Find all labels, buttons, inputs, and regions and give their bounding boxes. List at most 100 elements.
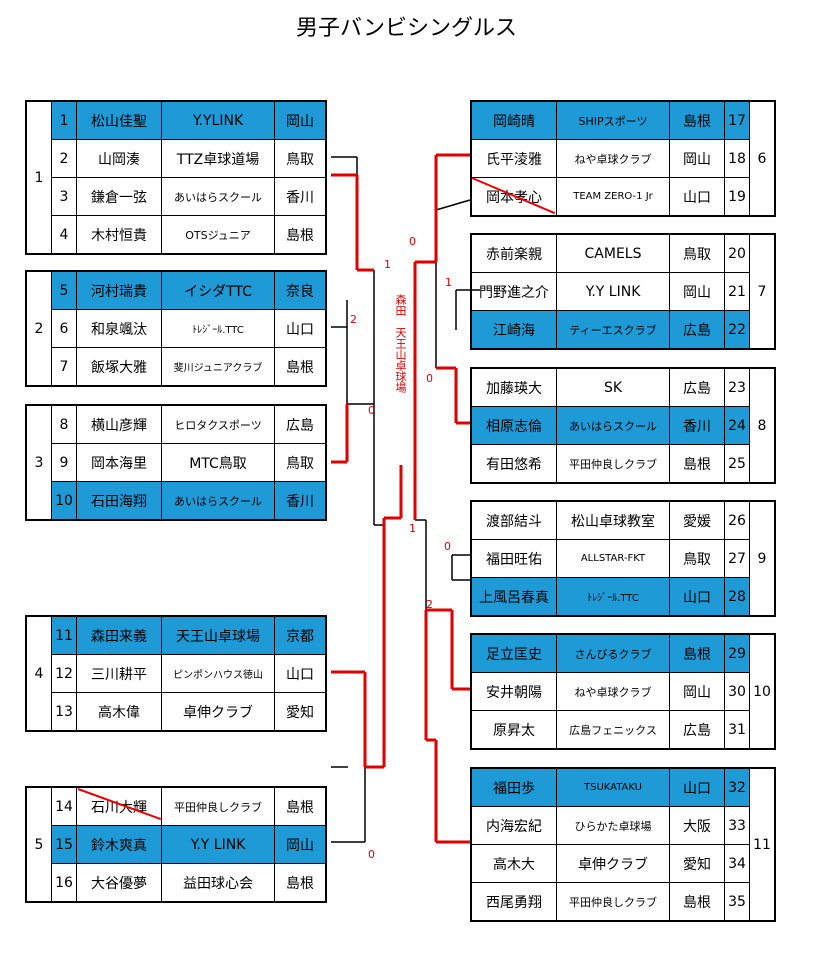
score-label: 0: [426, 372, 433, 385]
player-club: あいはらスクール: [161, 481, 275, 520]
player-club: 卓伸クラブ: [161, 692, 275, 731]
player-name: 氏平淩雅: [471, 139, 557, 178]
player-pref: 香川: [669, 406, 725, 445]
group-number: 11: [749, 768, 775, 921]
player-no: 14: [51, 787, 77, 826]
player-club: TTZ卓球道場: [161, 139, 275, 178]
player-name: 岡崎晴: [471, 101, 557, 140]
player-club: TSUKATAKU: [556, 768, 670, 807]
player-name: 飯塚大雅: [76, 347, 162, 386]
player-name: 三川耕平: [76, 654, 162, 693]
player-name: 高木偉: [76, 692, 162, 731]
score-label: 1: [409, 522, 416, 535]
player-pref: 山口: [669, 768, 725, 807]
player-no: 9: [51, 443, 77, 482]
player-no: 30: [724, 672, 750, 711]
player-pref: 京都: [274, 616, 326, 655]
score-label: 0: [368, 404, 375, 417]
player-name: 上風呂春真: [471, 577, 557, 616]
score-label: 1: [445, 276, 452, 289]
player-no: 10: [51, 481, 77, 520]
player-pref: 鳥取: [669, 234, 725, 273]
player-no: 5: [51, 271, 77, 310]
player-pref: 島根: [274, 787, 326, 826]
player-club: ねや卓球クラブ: [556, 672, 670, 711]
player-no: 6: [51, 309, 77, 348]
player-name: 足立匡史: [471, 634, 557, 673]
player-no: 13: [51, 692, 77, 731]
group-number: 7: [749, 234, 775, 349]
group-number: 3: [26, 405, 52, 520]
player-no: 19: [724, 177, 750, 216]
player-pref: 島根: [274, 863, 326, 902]
player-club: ねや卓球クラブ: [556, 139, 670, 178]
group-number: 10: [749, 634, 775, 749]
player-name: 鎌倉一弦: [76, 177, 162, 216]
player-pref: 広島: [669, 710, 725, 749]
score-label: 2: [350, 313, 357, 326]
player-pref: 岡山: [669, 139, 725, 178]
player-pref: 島根: [669, 634, 725, 673]
player-club: ﾄﾚｼﾞｰﾙ.TTC: [556, 577, 670, 616]
player-pref: 島根: [669, 444, 725, 483]
player-name: 福田歩: [471, 768, 557, 807]
group-number: 8: [749, 368, 775, 483]
player-no: 31: [724, 710, 750, 749]
group-number: 4: [26, 616, 52, 731]
player-club: ALLSTAR-FKT: [556, 539, 670, 578]
player-name: 安井朝陽: [471, 672, 557, 711]
player-no: 26: [724, 501, 750, 540]
group-number: 6: [749, 101, 775, 216]
player-pref: 広島: [669, 310, 725, 349]
page-title: 男子バンビシングルス: [295, 16, 518, 41]
player-no: 16: [51, 863, 77, 902]
score-label: 0: [409, 235, 416, 248]
player-club: SHIPスポーツ: [556, 101, 670, 140]
player-pref: 大阪: [669, 806, 725, 845]
player-club: Y.YLINK: [161, 101, 275, 140]
player-club: TEAM ZERO-1 Jr: [556, 177, 670, 216]
player-club: さんびるクラブ: [556, 634, 670, 673]
player-club: あいはらスクール: [161, 177, 275, 216]
player-name: 河村瑞貴: [76, 271, 162, 310]
player-club: 平田仲良しクラブ: [556, 882, 670, 921]
player-pref: 鳥取: [274, 139, 326, 178]
player-no: 21: [724, 272, 750, 311]
player-club: ピンポンハウス徳山: [161, 654, 275, 693]
player-no: 15: [51, 825, 77, 864]
player-name: 木村恒貴: [76, 215, 162, 254]
player-club: 益田球心会: [161, 863, 275, 902]
player-no: 22: [724, 310, 750, 349]
player-no: 7: [51, 347, 77, 386]
venue-label: 森田 天王山卓球場: [394, 294, 407, 393]
player-no: 11: [51, 616, 77, 655]
player-pref: 岡山: [669, 272, 725, 311]
player-club: 平田仲良しクラブ: [556, 444, 670, 483]
player-name: 有田悠希: [471, 444, 557, 483]
score-label: 1: [384, 258, 391, 271]
player-pref: 奈良: [274, 271, 326, 310]
